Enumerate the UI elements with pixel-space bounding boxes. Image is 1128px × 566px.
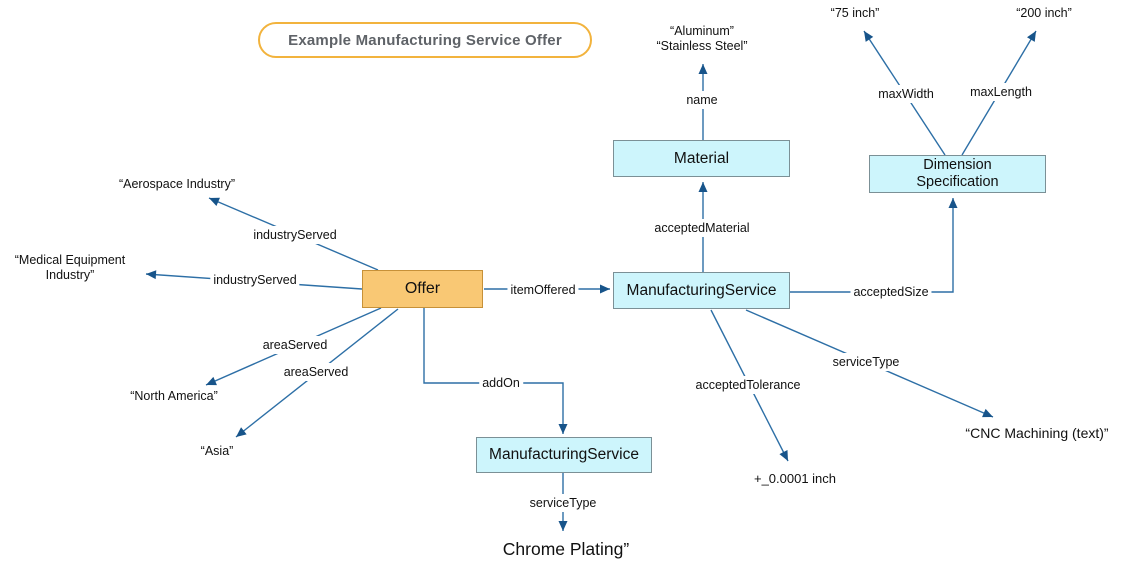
edge-label-accepted-size: acceptedSize [850, 283, 932, 301]
literal-material-names: “Aluminum” “Stainless Steel” [656, 24, 747, 54]
edge-add-on [423, 308, 568, 434]
node-dimension-specification: Dimension Specification [869, 155, 1046, 193]
node-material: Material [613, 140, 790, 177]
node-addon-manufacturing-service-label: ManufacturingService [489, 446, 639, 463]
literal-medical-equipment-industry: “Medical Equipment Industry” [15, 253, 125, 283]
edge-accepted-size [790, 198, 958, 293]
edge-label-area-served-1: areaServed [259, 336, 331, 354]
literal-north-america: “North America” [130, 389, 218, 403]
edge-label-name: name [683, 91, 721, 109]
edge-label-add-on: addOn [479, 374, 523, 392]
edge-label-service-type-bottom: serviceType [526, 494, 600, 512]
edge-label-max-width: maxWidth [875, 85, 937, 103]
node-material-label: Material [673, 149, 730, 167]
literal-75-inch: “75 inch” [830, 6, 880, 20]
edge-label-industry-served-1: industryServed [250, 226, 340, 244]
literal-aerospace-industry: “Aerospace Industry” [118, 177, 236, 191]
literal-asia: “Asia” [200, 444, 234, 458]
node-manufacturing-service: ManufacturingService [613, 272, 790, 309]
edge-label-item-offered: itemOffered [507, 281, 579, 299]
literal-aluminum: “Aluminum” [670, 24, 734, 38]
edge-label-max-length: maxLength [967, 83, 1035, 101]
node-addon-manufacturing-service: ManufacturingService [476, 437, 652, 473]
node-offer-label: Offer [404, 280, 441, 297]
edge-label-service-type-right: serviceType [829, 353, 903, 371]
literal-stainless-steel: “Stainless Steel” [656, 39, 748, 53]
edge-label-accepted-tolerance: acceptedTolerance [692, 376, 804, 394]
diagram-title: Example Manufacturing Service Offer [258, 22, 592, 58]
edge-label-industry-served-2: industryServed [210, 271, 300, 289]
node-dimension-specification-line1: Dimension [923, 157, 992, 173]
literal-chrome-plating: Chrome Plating” [502, 539, 630, 559]
edge-label-area-served-2: areaServed [280, 363, 352, 381]
edge-label-accepted-material: acceptedMaterial [651, 219, 753, 237]
literal-cnc-machining: “CNC Machining (text)” [965, 425, 1109, 441]
literal-medical-line1: “Medical Equipment [14, 253, 126, 267]
literal-200-inch: “200 inch” [1016, 6, 1072, 20]
node-offer: Offer [362, 270, 483, 308]
literal-tolerance: +_0.0001 inch [753, 471, 837, 486]
node-dimension-specification-line2: Specification [916, 174, 999, 190]
literal-medical-line2: Industry” [45, 268, 95, 282]
node-manufacturing-service-label: ManufacturingService [626, 281, 777, 299]
